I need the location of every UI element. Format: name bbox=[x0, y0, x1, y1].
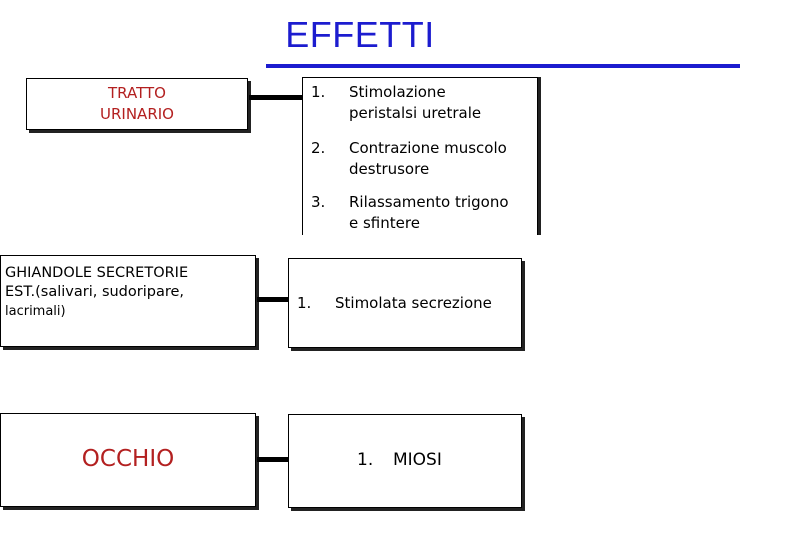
organ-label-line: lacrimali) bbox=[5, 304, 66, 319]
organ-label-line: EST.(salivari, sudoripare, bbox=[5, 284, 185, 300]
effect-text-line: Rilassamento trigono bbox=[349, 193, 509, 211]
organ-label-line: GHIANDOLE SECRETORIE bbox=[5, 265, 189, 281]
organ-label-tratto-urinario: TRATTO URINARIO bbox=[27, 83, 247, 125]
connector-line bbox=[249, 95, 302, 100]
effect-number: 1. bbox=[297, 294, 312, 312]
connector-line bbox=[257, 457, 288, 462]
effect-number: 1. bbox=[311, 83, 326, 101]
effect-text-line: Contrazione muscolo bbox=[349, 139, 507, 157]
effect-text: Stimolazione peristalsi uretrale bbox=[349, 82, 481, 124]
effects-box-urinario: 1. Stimolazione peristalsi uretrale 2. C… bbox=[302, 77, 538, 235]
effect-text: Rilassamento trigono e sfintere bbox=[349, 192, 509, 234]
organ-label-ghiandole: GHIANDOLE SECRETORIE EST.(salivari, sudo… bbox=[5, 264, 253, 321]
organ-box-tratto-urinario: TRATTO URINARIO bbox=[26, 78, 248, 130]
connector-line bbox=[257, 297, 288, 302]
organ-label-line: URINARIO bbox=[100, 105, 174, 123]
effect-text: Contrazione muscolo destrusore bbox=[349, 138, 507, 180]
effect-text-line: e sfintere bbox=[349, 214, 420, 232]
organ-label-occhio: OCCHIO bbox=[81, 446, 175, 472]
organ-label-line: TRATTO bbox=[108, 84, 166, 102]
effect-number: 2. bbox=[311, 139, 326, 157]
effects-box-ghiandole: 1. Stimolata secrezione bbox=[288, 258, 522, 348]
effect-number: 1. bbox=[357, 450, 374, 470]
effects-box-occhio: 1. MIOSI bbox=[288, 414, 522, 508]
title-underline bbox=[266, 64, 740, 68]
effect-text-line: Stimolazione bbox=[349, 83, 446, 101]
organ-box-occhio: OCCHIO bbox=[0, 413, 256, 507]
effect-text-line: peristalsi uretrale bbox=[349, 104, 482, 122]
page-title: EFFETTI bbox=[285, 14, 435, 55]
effect-text-line: destrusore bbox=[349, 160, 430, 178]
organ-box-ghiandole: GHIANDOLE SECRETORIE EST.(salivari, sudo… bbox=[0, 255, 256, 347]
effect-number: 3. bbox=[311, 193, 326, 211]
effect-text: Stimolata secrezione bbox=[335, 294, 492, 312]
effect-text: MIOSI bbox=[393, 450, 442, 470]
